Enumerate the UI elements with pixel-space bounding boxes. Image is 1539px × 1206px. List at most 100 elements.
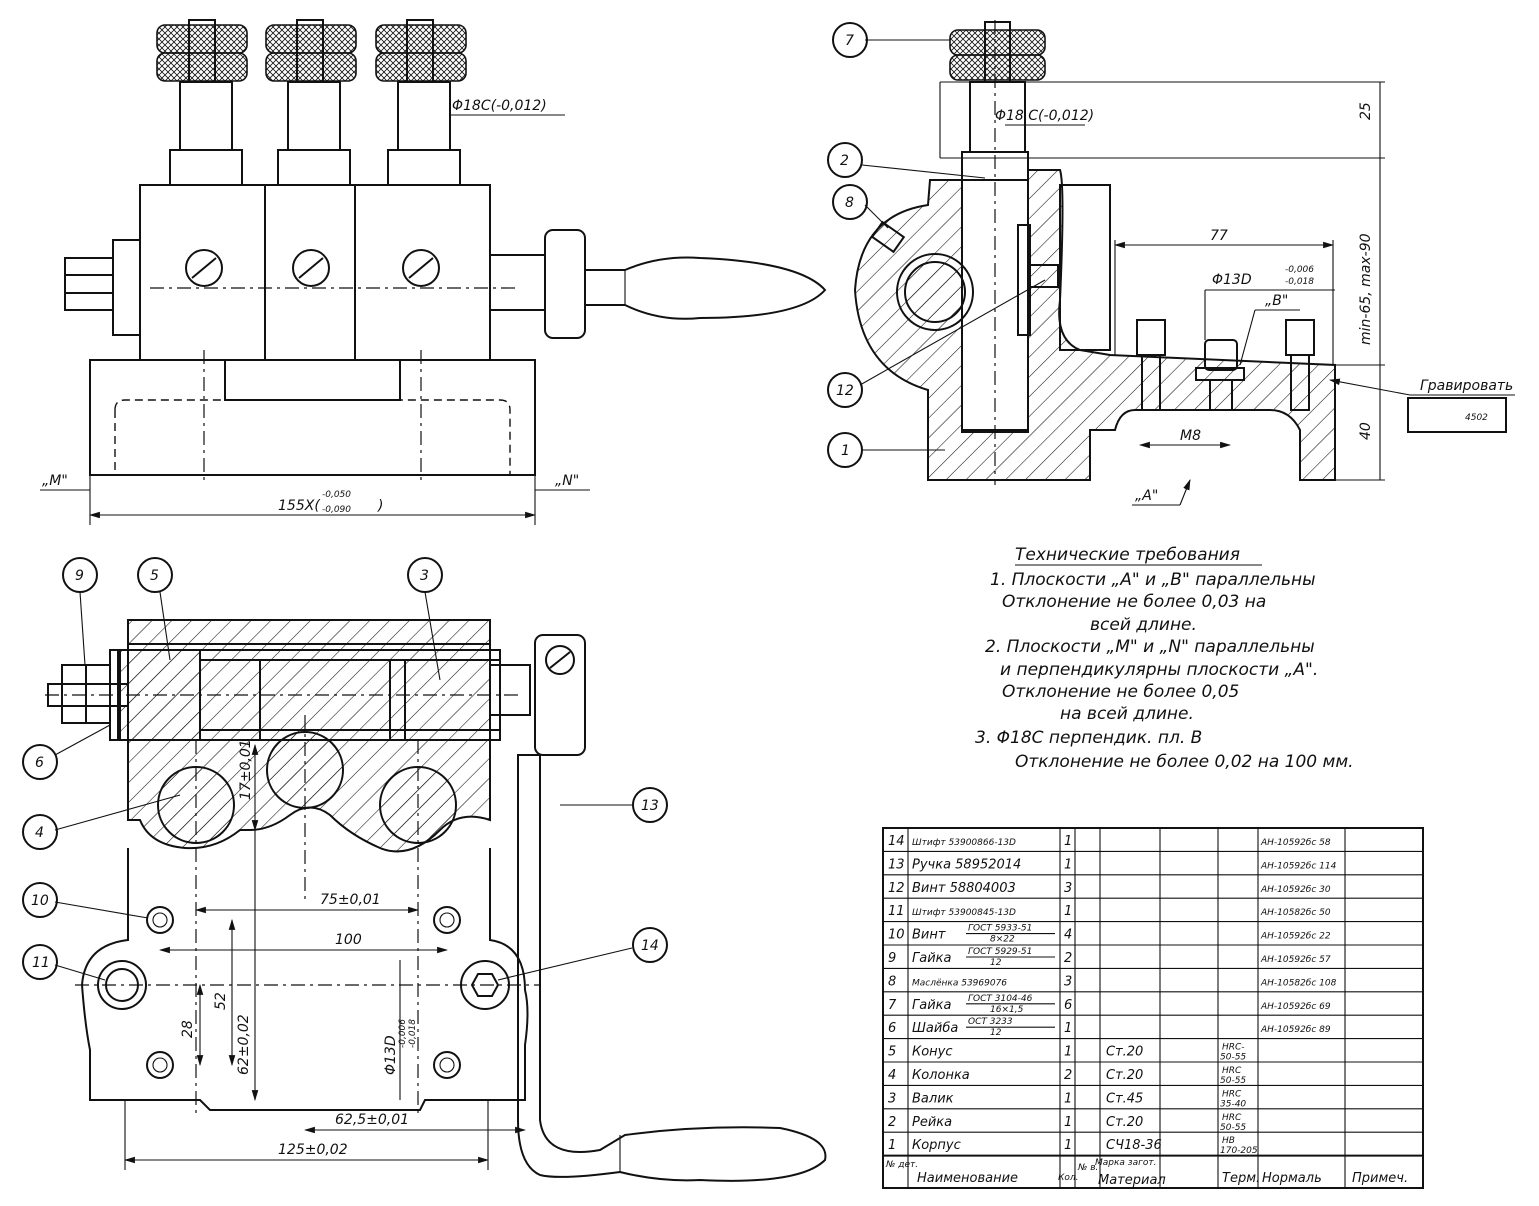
row-number: 14 xyxy=(888,834,905,849)
plan-dim-75: 75±0,01 xyxy=(320,892,381,908)
plan-bore-lower: -0,018 xyxy=(408,1019,418,1048)
balloon-3 xyxy=(407,557,443,593)
side-dim-range: min-65, max-90 xyxy=(1358,233,1374,345)
header-heat: Терм. xyxy=(1222,1171,1260,1186)
row-qty: 1 xyxy=(1064,1021,1072,1036)
requirement-line-3: всей длине. xyxy=(1090,615,1197,635)
row-qty: 6 xyxy=(1064,998,1072,1013)
engrave-label: Гравировать xyxy=(1420,378,1513,394)
balloon-13 xyxy=(632,787,668,823)
row-name: Рейка xyxy=(912,1115,952,1130)
row-number: 4 xyxy=(888,1068,896,1083)
side-bore-upper: -0,006 xyxy=(1285,265,1314,275)
side-dim-m8: M8 xyxy=(1180,428,1201,444)
front-shaft-dim: Φ18С(-0,012) xyxy=(452,98,547,114)
row-material: Ст.20 xyxy=(1106,1068,1143,1083)
row-qty: 1 xyxy=(1064,904,1072,919)
front-plane-m: „M" xyxy=(42,473,68,489)
header-material-top: Марка загот. xyxy=(1095,1158,1156,1168)
balloon-12 xyxy=(827,372,863,408)
row-qty: 4 xyxy=(1064,928,1072,943)
row-name: Ручка 58952014 xyxy=(912,857,1021,872)
plan-dim-17: 17±0,01 xyxy=(238,739,254,800)
side-shaft-dim: Φ18 С(-0,012) xyxy=(995,108,1094,124)
row-number: 1 xyxy=(888,1138,896,1153)
row-number: 11 xyxy=(888,904,905,919)
row-norm: АН-10592бс 22 xyxy=(1260,932,1331,942)
plan-dim-125: 125±0,02 xyxy=(278,1142,348,1158)
balloon-1 xyxy=(827,432,863,468)
side-dim-25: 25 xyxy=(1358,102,1374,120)
row-name-standard: ГОСТ 3104-46 xyxy=(968,994,1033,1004)
row-norm: АН-10592бс 57 xyxy=(1260,955,1331,965)
row-qty: 1 xyxy=(1064,1138,1072,1153)
side-dim-40: 40 xyxy=(1358,422,1374,440)
row-name-size: 8×22 xyxy=(990,935,1015,945)
front-plane-n: „N" xyxy=(555,473,579,489)
balloon-14 xyxy=(632,927,668,963)
side-bore-lower: -0,018 xyxy=(1285,277,1314,287)
row-hardness-scale: HRC xyxy=(1222,1066,1242,1076)
balloon-11-label: 11 xyxy=(32,955,50,971)
balloon-10-label: 10 xyxy=(31,893,49,909)
plan-view: 17±0,01 75±0,01 100 28 52 62±0,02 Φ13D -… xyxy=(45,619,827,1182)
side-bore-dim: Φ13D xyxy=(1212,272,1252,288)
row-hardness-scale: HRC xyxy=(1222,1113,1242,1123)
plan-dim-100: 100 xyxy=(335,932,362,948)
balloon-1-label: 1 xyxy=(841,443,850,459)
parts-table-grid xyxy=(883,828,1423,1188)
row-material: Ст.45 xyxy=(1106,1091,1143,1106)
front-knurled-nuts xyxy=(156,19,467,83)
requirement-line-8: 3. Φ18С перпендик. пл. B xyxy=(975,728,1202,748)
engrave-box xyxy=(1407,397,1507,433)
front-left-nut xyxy=(64,257,114,311)
row-hardness-range: 50-55 xyxy=(1220,1123,1246,1133)
front-length-tol-upper: -0,050 xyxy=(322,490,351,500)
balloon-9 xyxy=(62,557,98,593)
plan-bore-upper: -0,006 xyxy=(398,1019,408,1048)
balloon-12-label: 12 xyxy=(836,383,854,399)
balloon-7-label: 7 xyxy=(845,33,854,49)
front-base xyxy=(89,359,536,476)
plan-dim-62-5: 62,5±0,01 xyxy=(335,1112,409,1128)
row-qty: 1 xyxy=(1064,1091,1072,1106)
front-length-close: ) xyxy=(377,498,383,514)
row-number: 2 xyxy=(888,1115,896,1130)
balloon-5-label: 5 xyxy=(150,568,159,584)
header-note: Примеч. xyxy=(1352,1171,1408,1186)
plan-bore-dim: Φ13D xyxy=(383,1035,399,1075)
side-body-section xyxy=(853,169,1336,481)
row-hardness-scale: HB xyxy=(1222,1136,1235,1146)
front-posts xyxy=(169,81,461,186)
row-name: Штифт 53900866-13D xyxy=(912,838,1016,848)
header-blank: № в. xyxy=(1077,1163,1098,1173)
row-number: 7 xyxy=(888,998,897,1013)
row-number: 9 xyxy=(888,951,896,966)
plan-lower-body xyxy=(80,848,529,1111)
side-plane-b: „B" xyxy=(1265,293,1288,309)
row-name: Штифт 53900845-13D xyxy=(912,908,1016,918)
header-name: Наименование xyxy=(917,1171,1018,1186)
row-name: Винт 58804003 xyxy=(912,881,1016,896)
balloon-2 xyxy=(827,142,863,178)
balloon-6 xyxy=(22,744,58,780)
engrave-value: 4502 xyxy=(1465,413,1488,423)
row-qty: 1 xyxy=(1064,857,1072,872)
row-name-standard: ОСТ 3233 xyxy=(968,1017,1013,1027)
row-number: 3 xyxy=(888,1091,896,1106)
row-qty: 2 xyxy=(1064,1068,1072,1083)
part-balloons: 7 2 8 12 1 9 5 3 6 4 10 11 xyxy=(22,22,1046,981)
header-qty: Кол. xyxy=(1058,1173,1079,1183)
header-material: Материал xyxy=(1098,1173,1166,1188)
